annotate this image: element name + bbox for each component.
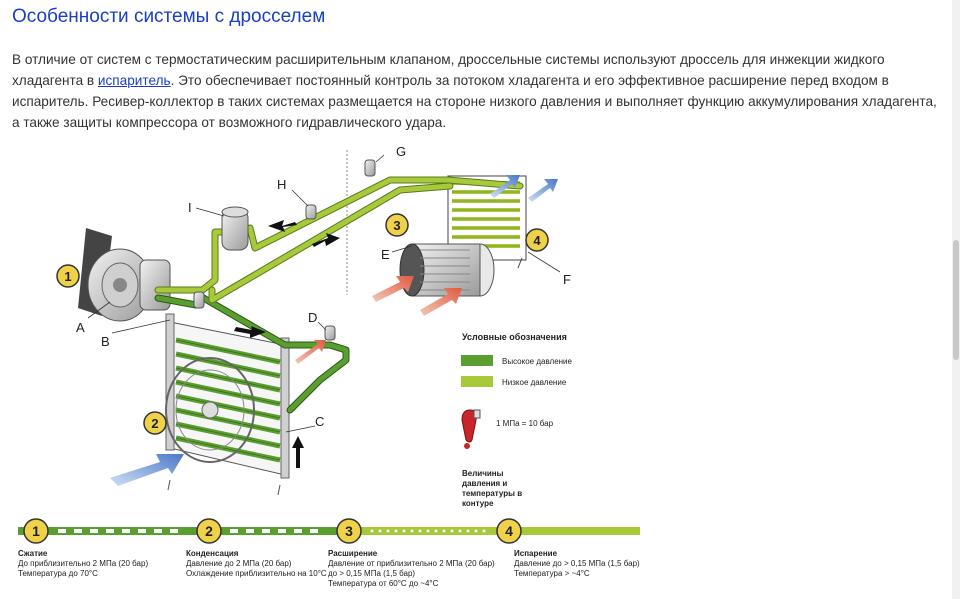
sensor-g bbox=[364, 159, 376, 177]
stage-badge-4: 4 bbox=[496, 518, 522, 544]
label-d: D bbox=[308, 310, 317, 325]
fan bbox=[165, 357, 255, 463]
svg-text:3: 3 bbox=[345, 523, 353, 539]
diagram-badge-2: 2 bbox=[143, 411, 167, 435]
stage-3-text: Расширение Давление от приблизительно 2 … bbox=[328, 549, 495, 588]
svg-text:Температура > ~4°C: Температура > ~4°C bbox=[514, 569, 590, 578]
stage-2-text: Конденсация Давление до 2 МПа (20 бар) О… bbox=[186, 549, 327, 578]
hot-air-arrows bbox=[295, 276, 462, 364]
sensor-h bbox=[305, 204, 317, 220]
svg-text:3: 3 bbox=[393, 218, 400, 233]
svg-text:До приблизительно 2 МПа (20 ба: До приблизительно 2 МПа (20 бар) bbox=[18, 559, 148, 568]
legend-low-label: Низкое давление bbox=[502, 378, 567, 387]
legend-title: Условные обозначения bbox=[462, 332, 567, 342]
sensor-d bbox=[324, 325, 336, 341]
diagram-badge-4: 4 bbox=[525, 228, 549, 252]
stage-bar: 1 2 3 4 bbox=[18, 518, 640, 544]
svg-text:Давление от приблизительно 2 М: Давление от приблизительно 2 МПа (20 бар… bbox=[328, 559, 495, 568]
cold-air-arrows bbox=[110, 175, 558, 486]
legend-values-2: давления и bbox=[462, 479, 507, 488]
legend-swatch-high bbox=[461, 355, 493, 366]
label-g: G bbox=[396, 144, 406, 159]
legend-high-label: Высокое давление bbox=[502, 357, 573, 366]
pressure-gauge-icon bbox=[461, 409, 481, 449]
svg-text:4: 4 bbox=[533, 233, 541, 248]
stage-1-text: Сжатие До приблизительно 2 МПа (20 бар) … bbox=[18, 549, 148, 578]
legend-values-3: температуры в bbox=[462, 489, 522, 498]
paragraph-text-2: . Это обеспечивает постоянный контроль з… bbox=[12, 73, 937, 130]
svg-text:Испарение: Испарение bbox=[514, 549, 558, 558]
svg-text:4: 4 bbox=[505, 523, 513, 539]
page-title: Особенности системы с дросселем bbox=[12, 6, 326, 27]
svg-text:Давление до 2 МПа (20 бар): Давление до 2 МПа (20 бар) bbox=[186, 559, 292, 568]
page-scrollbar[interactable] bbox=[952, 0, 960, 599]
svg-text:Температура до 70°C: Температура до 70°C bbox=[18, 569, 98, 578]
legend-swatch-low bbox=[461, 376, 493, 387]
flow-arrows bbox=[234, 220, 340, 468]
label-i: I bbox=[188, 200, 192, 215]
label-h: H bbox=[277, 177, 286, 192]
svg-text:до > 0,15 МПа (1,5 бар): до > 0,15 МПа (1,5 бар) bbox=[328, 569, 415, 578]
legend: Условные обозначения Высокое давление Ни… bbox=[461, 332, 573, 508]
label-b: B bbox=[101, 334, 110, 349]
svg-text:1: 1 bbox=[64, 269, 71, 284]
stage-badge-3: 3 bbox=[336, 518, 362, 544]
svg-text:2: 2 bbox=[151, 416, 158, 431]
condenser bbox=[165, 313, 290, 496]
evaporator-link[interactable]: испаритель bbox=[97, 73, 171, 88]
stage-bar-dashes bbox=[58, 529, 486, 533]
component-labels: A B C D E F G H I bbox=[76, 144, 571, 433]
stage-badge-2: 2 bbox=[196, 518, 222, 544]
diagram-badge-3: 3 bbox=[385, 213, 409, 237]
svg-text:Температура от 60°C до ~4°C: Температура от 60°C до ~4°C bbox=[328, 579, 439, 588]
svg-text:1: 1 bbox=[32, 523, 40, 539]
svg-text:Расширение: Расширение bbox=[328, 549, 378, 558]
svg-text:Конденсация: Конденсация bbox=[186, 549, 239, 558]
label-f: F bbox=[563, 272, 571, 287]
description-paragraph: В отличие от систем с термостатическим р… bbox=[12, 49, 942, 133]
compressor bbox=[78, 228, 171, 322]
diagram-badge-1: 1 bbox=[56, 264, 80, 288]
stage-badge-1: 1 bbox=[23, 518, 49, 544]
label-e: E bbox=[381, 247, 390, 262]
paragraph-text-1: В отличие от систем с термостатическим р… bbox=[12, 52, 885, 88]
scrollbar-thumb[interactable] bbox=[953, 240, 959, 360]
legend-values-4: контуре bbox=[462, 499, 494, 508]
svg-text:2: 2 bbox=[205, 523, 213, 539]
sensor-b bbox=[193, 291, 205, 309]
accumulator bbox=[221, 206, 249, 251]
legend-values-1: Величины bbox=[462, 469, 504, 478]
label-a: A bbox=[76, 320, 85, 335]
stage-4-text: Испарение Давление до > 0,15 МПа (1,5 ба… bbox=[514, 549, 640, 578]
label-c: C bbox=[315, 414, 324, 429]
svg-text:Сжатие: Сжатие bbox=[18, 549, 48, 558]
svg-text:Охлаждение приблизительно на 1: Охлаждение приблизительно на 10°C bbox=[186, 569, 327, 578]
svg-text:Давление до > 0,15 МПа (1,5 ба: Давление до > 0,15 МПа (1,5 бар) bbox=[514, 559, 640, 568]
legend-unit: 1 МПа = 10 бар bbox=[496, 419, 554, 428]
blower bbox=[399, 243, 495, 297]
